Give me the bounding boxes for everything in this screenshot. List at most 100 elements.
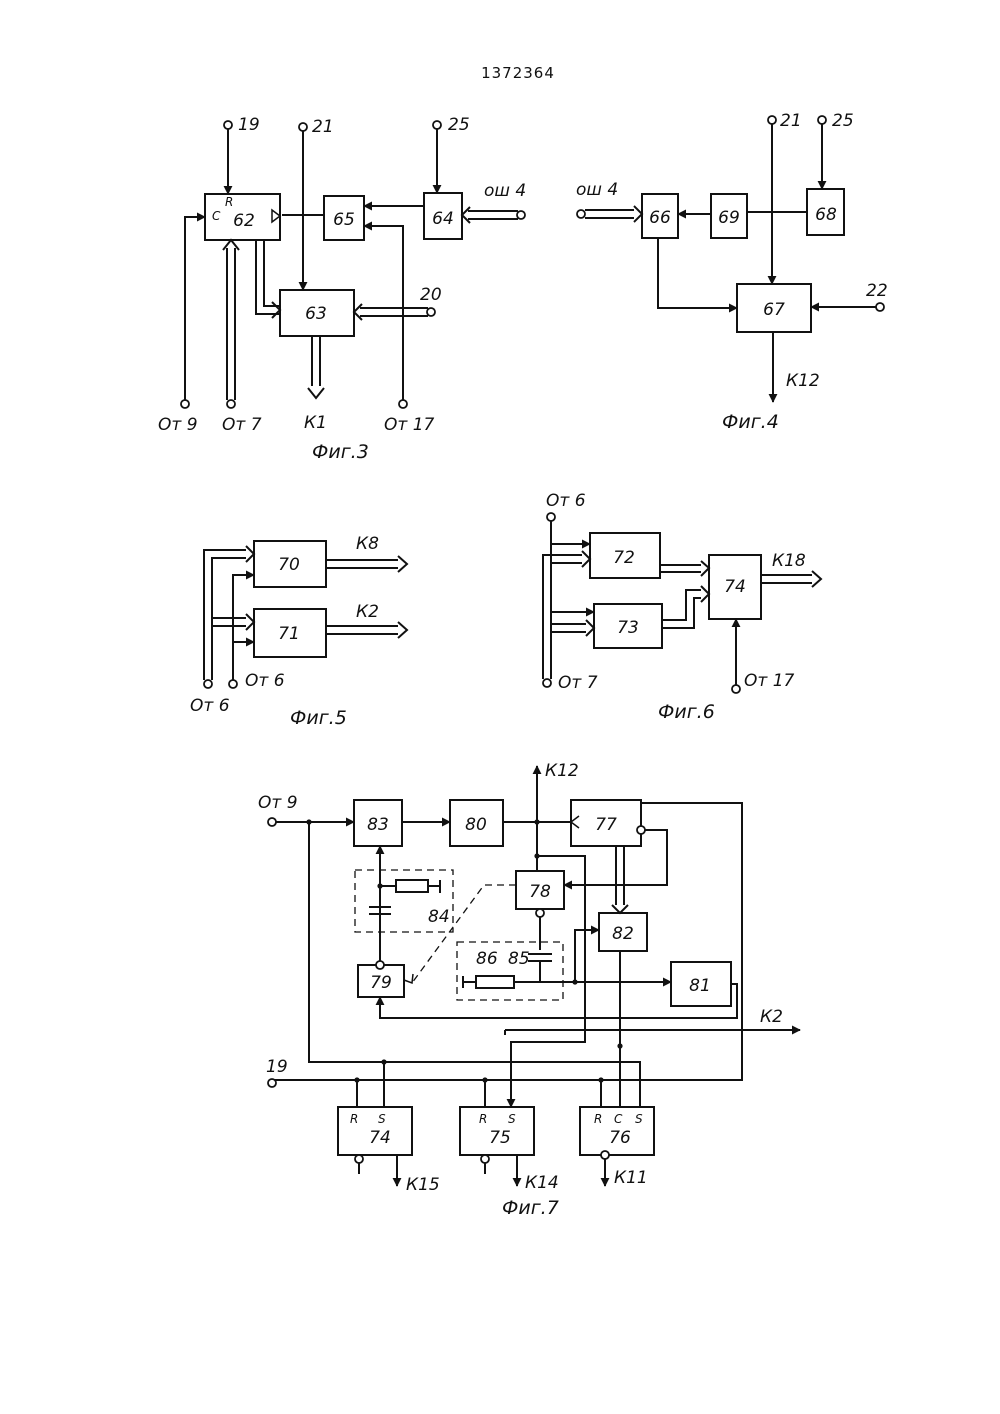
fig7-input-ot9: От 9 xyxy=(258,793,298,813)
fig5-wire-70-ctrl xyxy=(233,575,254,680)
fig4-output-k12: К12 xyxy=(786,371,820,391)
fig3-block-63-label: 63 xyxy=(305,304,327,324)
figure-5: 70 71 К8 К2 От 6 От 6 Фиг.5 xyxy=(190,534,407,729)
fig6-bus-ot7-72-arrow xyxy=(582,551,590,567)
fig7-wire-node-82 xyxy=(575,930,599,982)
fig6-bus-ot7-73-arrow xyxy=(586,620,594,636)
fig5-bus-71-arrow xyxy=(246,614,254,630)
fig7-b74-inverted-output xyxy=(355,1155,363,1163)
fig5-block-71-label: 71 xyxy=(278,624,300,644)
fig7-b76-pin-r: R xyxy=(594,1112,602,1126)
fig7-b76-pin-s: S xyxy=(635,1112,643,1126)
fig7-output-k2: К2 xyxy=(760,1007,783,1027)
fig6-terminal-ot7 xyxy=(543,679,551,687)
fig5-terminal-ot6a xyxy=(204,680,212,688)
fig6-bus-73-74-a xyxy=(662,590,701,620)
fig5-terminal-ot6b xyxy=(229,680,237,688)
fig3-pin-r: R xyxy=(225,195,233,209)
fig3-bus-ot7-arrow xyxy=(223,240,239,250)
fig6-bus-73-74-arrow xyxy=(701,586,709,602)
fig7-resistor-84 xyxy=(396,880,428,892)
fig4-terminal-22 xyxy=(876,303,884,311)
fig6-bus-k18-arrow xyxy=(812,571,821,587)
fig5-input-ot6b: От 6 xyxy=(245,671,285,691)
fig5-output-k8: К8 xyxy=(356,534,379,554)
fig5-bus-main-a xyxy=(204,550,246,680)
fig3-terminal-ot7 xyxy=(227,400,235,408)
fig5-output-k2: К2 xyxy=(356,602,379,622)
fig5-block-70-label: 70 xyxy=(278,555,300,575)
fig3-bus-62-63-arrow xyxy=(272,302,280,318)
figure-4: 66 69 68 67 ош 4 21 25 22 К12 Фиг.4 xyxy=(576,111,888,433)
fig3-block-65-label: 65 xyxy=(333,210,355,230)
document-number: 1372364 xyxy=(481,64,555,82)
fig3-input-ot7: От 7 xyxy=(222,415,262,435)
fig7-block-76-label: 76 xyxy=(609,1128,631,1148)
fig4-terminal-21-label: 21 xyxy=(780,111,802,131)
fig4-block-68-label: 68 xyxy=(815,205,837,225)
fig7-bus-77-82-arrow xyxy=(612,905,628,913)
fig6-output-k18: К18 xyxy=(772,551,806,571)
fig6-block-72-label: 72 xyxy=(613,548,635,568)
fig6-bus-73-74-b xyxy=(662,598,701,628)
fig7-output-k15: К15 xyxy=(406,1175,440,1195)
fig3-terminal-25 xyxy=(433,121,441,129)
fig7-block-81-label: 81 xyxy=(689,976,711,996)
fig3-terminal-20 xyxy=(427,308,435,316)
fig4-wire-66-67 xyxy=(658,238,737,308)
fig7-b78-inverted-output xyxy=(536,909,544,917)
fig3-terminal-ot9 xyxy=(181,400,189,408)
fig3-bus-62-63-a xyxy=(256,240,280,314)
fig7-block-82-label: 82 xyxy=(612,924,634,944)
fig7-block-75-label: 75 xyxy=(489,1128,511,1148)
fig3-block-62-label: 62 xyxy=(233,211,255,231)
fig6-wire-ot6-72 xyxy=(551,521,590,544)
fig4-block-69-label: 69 xyxy=(718,208,740,228)
fig7-group-85-label: 85 xyxy=(508,949,530,969)
fig3-pin-c: C xyxy=(212,209,221,223)
fig3-terminal-osh4 xyxy=(517,211,525,219)
figure-7: 83 80 77 78 82 79 81 74 R S 75 R S 76 R … xyxy=(258,761,800,1219)
fig3-bus-62-63-b xyxy=(264,240,280,306)
fig3-output-k1: К1 xyxy=(304,413,327,433)
fig7-output-k11: К11 xyxy=(614,1168,648,1188)
fig3-osh4-label: ош 4 xyxy=(484,181,526,201)
fig4-caption: Фиг.4 xyxy=(722,411,779,433)
fig7-terminal-19 xyxy=(268,1079,276,1087)
fig3-terminal-ot17 xyxy=(399,400,407,408)
fig3-bus-20-arrow xyxy=(354,304,362,320)
fig3-terminal-19-label: 19 xyxy=(238,115,260,135)
fig7-block-83-label: 83 xyxy=(367,815,389,835)
fig7-dashed-link-78-79 xyxy=(412,885,516,983)
fig7-b74-pin-r: R xyxy=(350,1112,358,1126)
fig7-b76-inverted-output xyxy=(601,1151,609,1159)
fig7-output-k12: К12 xyxy=(545,761,579,781)
fig7-block-80-label: 80 xyxy=(465,815,487,835)
fig3-bus-k1-arrow xyxy=(308,388,324,398)
fig3-terminal-25-label: 25 xyxy=(448,115,470,135)
fig7-group-86-label: 86 xyxy=(476,949,498,969)
fig6-block-73-label: 73 xyxy=(617,618,639,638)
fig7-b76-pin-c: C xyxy=(614,1112,623,1126)
fig7-input-19: 19 xyxy=(266,1057,288,1077)
fig3-terminal-19 xyxy=(224,121,232,129)
fig7-output-k14: К14 xyxy=(525,1173,559,1193)
fig7-terminal-ot9 xyxy=(268,818,276,826)
fig3-terminal-20-label: 20 xyxy=(420,285,442,305)
fig7-junction-82-76 xyxy=(617,1043,622,1048)
fig3-caption: Фиг.3 xyxy=(312,441,369,463)
fig4-terminal-osh4 xyxy=(577,210,585,218)
fig4-bus-osh4-arrow xyxy=(634,206,642,222)
fig4-terminal-25-label: 25 xyxy=(832,111,854,131)
fig4-block-67-label: 67 xyxy=(763,300,785,320)
fig7-block-79-label: 79 xyxy=(370,973,392,993)
fig5-input-ot6a: От 6 xyxy=(190,696,230,716)
figure-3: 62 C R 65 64 63 19 21 25 ош 4 xyxy=(158,115,526,463)
fig5-bus-k8-arrow xyxy=(398,556,407,572)
fig3-wire-17-65 xyxy=(364,226,403,400)
fig6-bus-72-74-arrow xyxy=(701,561,709,576)
fig6-block-74-label: 74 xyxy=(724,577,746,597)
fig6-terminal-ot17 xyxy=(732,685,740,693)
fig6-terminal-ot6 xyxy=(547,513,555,521)
